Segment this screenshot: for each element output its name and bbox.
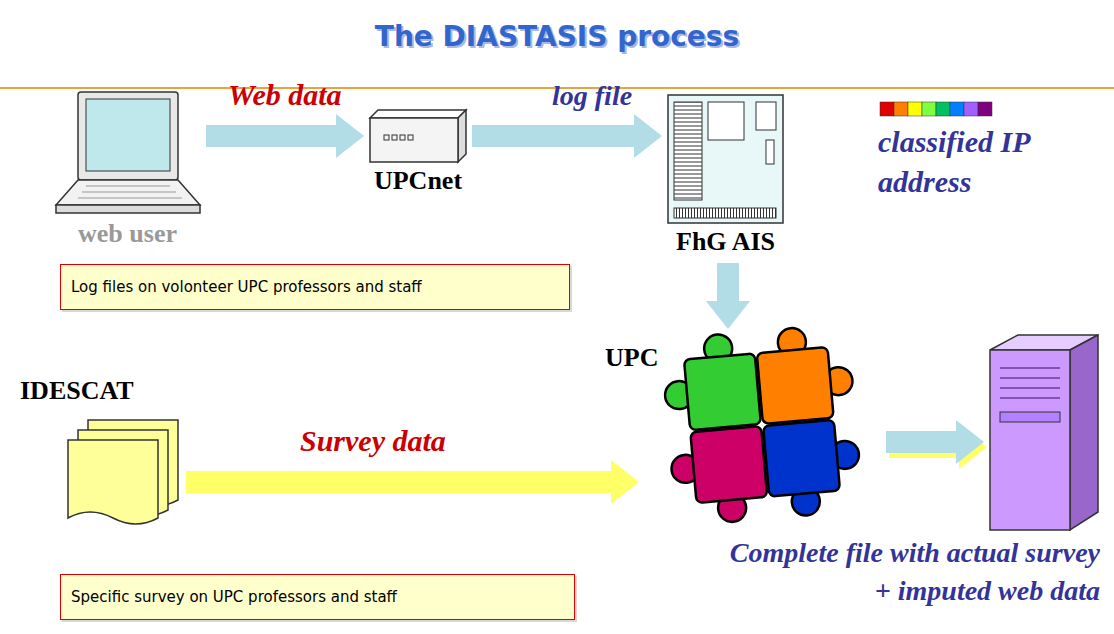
note-box: Specific survey on UPC professors and st… — [60, 574, 575, 620]
arrow-body — [186, 460, 639, 504]
server: Complete file with actual survey + imput… — [990, 335, 1100, 530]
upc-puzzle: UPC — [645, 335, 880, 515]
annotation-label: classified IP address — [878, 122, 1048, 202]
color-bar — [880, 102, 992, 116]
flow-arrow — [186, 460, 639, 504]
slide-title: The DIASTASIS process — [0, 20, 1114, 53]
node-label: web user — [78, 219, 177, 249]
arrow-body — [206, 114, 364, 158]
server-icon — [990, 335, 1098, 530]
note-box: Log files on volonteer UPC professors an… — [60, 264, 570, 310]
flow-arrow — [706, 263, 750, 329]
arrow-body — [472, 114, 662, 158]
node-label: Complete file with actual survey + imput… — [721, 534, 1100, 610]
idescat-documents: IDESCAT — [68, 420, 180, 525]
arrow-body — [706, 263, 750, 329]
computer-icon — [668, 95, 783, 223]
arrow-label: Survey data — [300, 424, 446, 458]
puzzle-icon — [660, 323, 864, 527]
node-label: FhG AIS — [676, 227, 775, 257]
flow-arrow — [472, 114, 662, 158]
note-text: Specific survey on UPC professors and st… — [61, 575, 574, 614]
web-user-laptop: web user — [55, 92, 200, 215]
upcnet-router: UPCnet — [370, 110, 466, 162]
node-label: UPC — [605, 343, 658, 373]
node-label: UPCnet — [374, 166, 462, 196]
arrow-body — [886, 420, 984, 464]
laptop-icon — [56, 92, 200, 213]
flow-arrow — [886, 420, 987, 469]
router-icon — [370, 110, 466, 162]
documents-icon — [68, 420, 178, 524]
note-text: Log files on volonteer UPC professors an… — [61, 265, 569, 304]
fhg-computer: FhG AIS — [668, 95, 783, 223]
node-label: IDESCAT — [20, 376, 134, 406]
arrow-label: log file — [552, 80, 632, 112]
arrow-label: Web data — [228, 78, 342, 112]
flow-arrow — [206, 114, 364, 158]
